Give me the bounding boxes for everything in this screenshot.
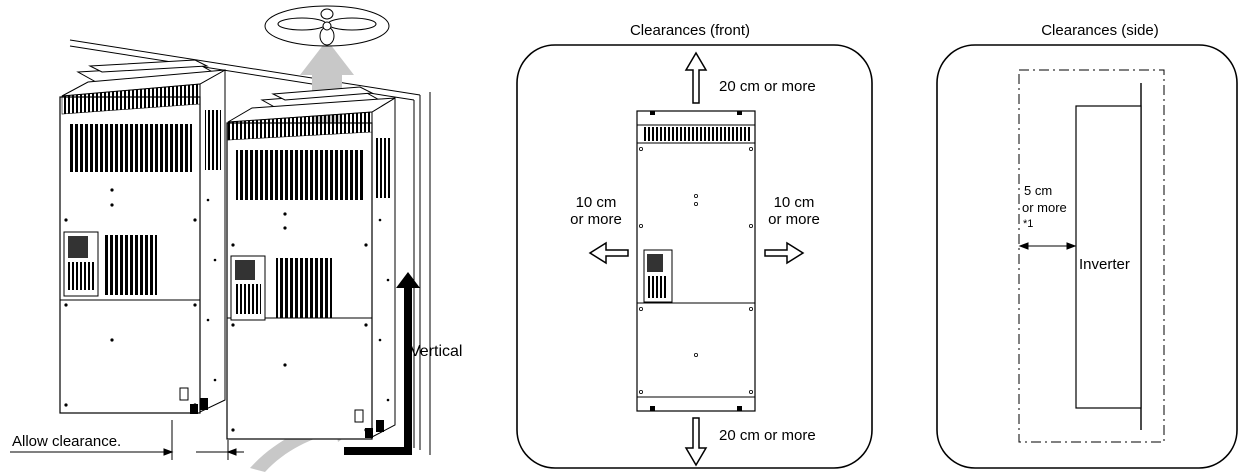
front-top-clearance-label: 20 cm or more (719, 78, 816, 95)
ceiling-fan-icon (264, 5, 390, 47)
inverter-unit-right (226, 86, 396, 440)
side-panel-title: Clearances (side) (1041, 22, 1159, 39)
arrow-up-icon (684, 51, 708, 104)
side-footnote-mark: *1 (1023, 218, 1034, 230)
front-right-clearance-line1: 10 cm (773, 194, 815, 211)
side-clearance-panel (936, 44, 1238, 469)
inverter-side-box (1075, 105, 1142, 409)
mounting-wall (69, 39, 431, 455)
inverter-label: Inverter (1079, 256, 1130, 273)
front-left-clearance-line1: 10 cm (575, 194, 617, 211)
inverter-front-view (636, 110, 756, 412)
side-clearance-arrow (1018, 242, 1077, 250)
vertical-arrow-icon (344, 272, 420, 455)
side-clearance-line1: 5 cm (1024, 183, 1053, 198)
vertical-label: Vertical (410, 343, 463, 360)
front-bottom-clearance-label: 20 cm or more (719, 427, 816, 444)
arrow-down-icon (684, 417, 708, 467)
arrow-left-icon (588, 241, 629, 265)
front-clearance-arrows (588, 51, 805, 467)
left-installation-illustration (10, 5, 431, 472)
inverter-unit-left (59, 59, 226, 414)
clearance-dimension-line (10, 420, 244, 460)
allow-clearance-label: Allow clearance. (12, 433, 122, 450)
front-right-clearance-line2: or more (768, 211, 820, 228)
side-clearance-line2: or more (1022, 200, 1067, 215)
front-panel-title: Clearances (front) (629, 22, 751, 39)
front-clearance-panel (516, 44, 873, 469)
front-left-clearance-line2: or more (570, 211, 622, 228)
arrow-right-icon (764, 241, 805, 265)
